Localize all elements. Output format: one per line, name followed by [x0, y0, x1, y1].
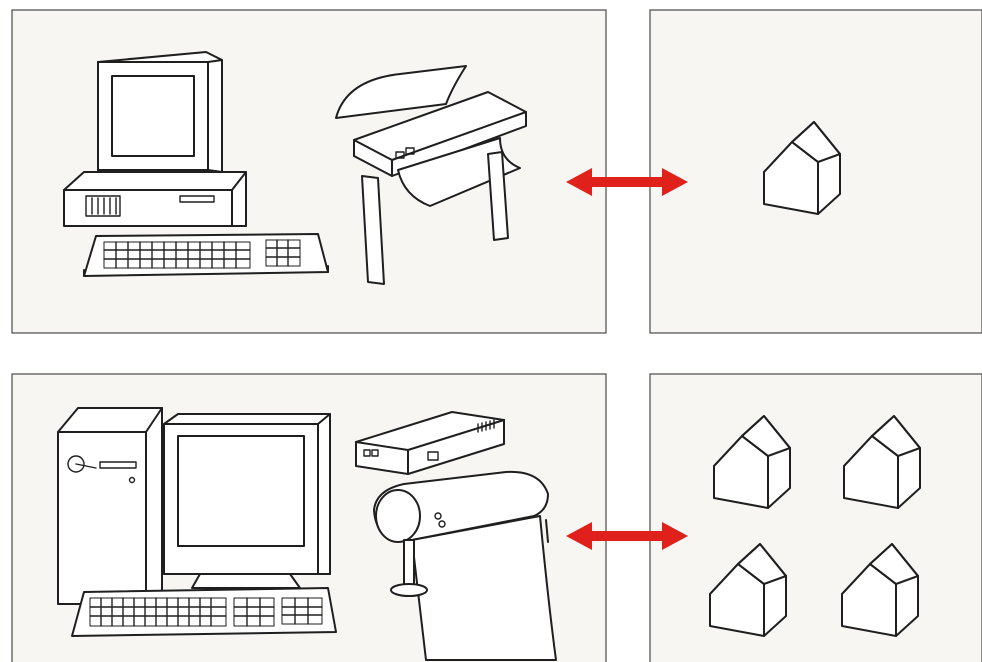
tower-computer-icon	[58, 408, 162, 604]
row-single-workstation	[12, 10, 982, 333]
bidirectional-arrow-bottom	[566, 522, 688, 550]
right-panel-bottom	[650, 374, 982, 662]
bidirectional-arrow-top	[566, 168, 688, 196]
monitor-icon	[164, 414, 330, 588]
row-networked-workstation	[12, 374, 982, 662]
keyboard-icon	[72, 588, 336, 636]
